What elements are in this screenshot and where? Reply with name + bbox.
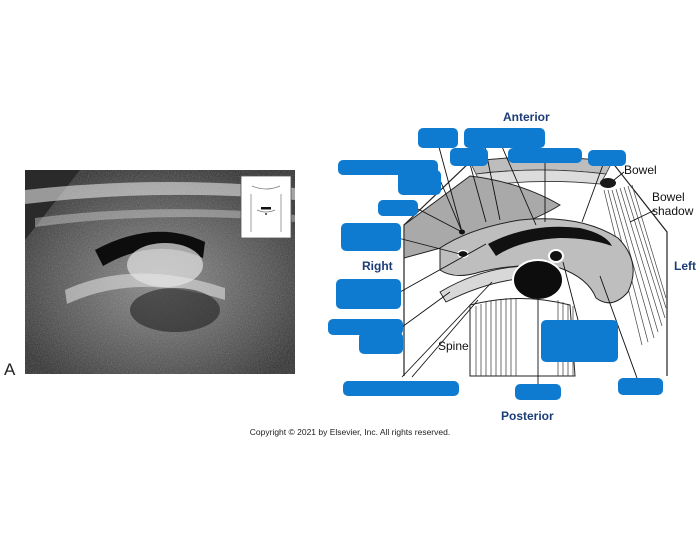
answer-box-11[interactable] <box>328 319 403 335</box>
answer-box-3[interactable] <box>450 148 488 166</box>
answer-box-9[interactable] <box>341 223 401 251</box>
answer-box-7[interactable] <box>398 170 441 195</box>
splenic-vein <box>488 226 612 256</box>
answer-box-12[interactable] <box>359 332 403 354</box>
right-label: Right <box>362 259 393 273</box>
answer-box-1[interactable] <box>418 128 458 148</box>
answer-box-14[interactable] <box>343 381 459 396</box>
body-orientation-inset <box>240 175 292 239</box>
answer-box-10[interactable] <box>336 279 401 309</box>
bowel-shadow-label-line2: shadow <box>652 204 694 218</box>
panel-letter: A <box>4 360 16 379</box>
bowel-label: Bowel <box>624 163 657 177</box>
spine-label: Spine <box>438 339 469 353</box>
left-label: Left <box>674 259 696 273</box>
ultrasound-image <box>25 170 295 374</box>
answer-box-15[interactable] <box>515 384 561 400</box>
aorta <box>512 259 564 301</box>
answer-box-5[interactable] <box>588 150 626 166</box>
pancreas-shape <box>439 218 634 304</box>
copyright-notice: Copyright © 2021 by Elsevier, Inc. All r… <box>249 427 451 437</box>
answer-box-16[interactable] <box>618 378 663 395</box>
bowel-gas <box>600 178 616 188</box>
answer-box-4[interactable] <box>508 148 582 163</box>
ultrasound-scan <box>25 170 295 374</box>
posterior-label: Posterior <box>501 409 554 423</box>
anterior-label: Anterior <box>503 110 550 124</box>
answer-box-13[interactable] <box>541 320 618 362</box>
sma-vessel <box>548 249 564 263</box>
bowel-shadow-label-line1: Bowel <box>652 190 685 204</box>
answer-box-2[interactable] <box>464 128 545 148</box>
answer-box-8[interactable] <box>378 200 418 216</box>
